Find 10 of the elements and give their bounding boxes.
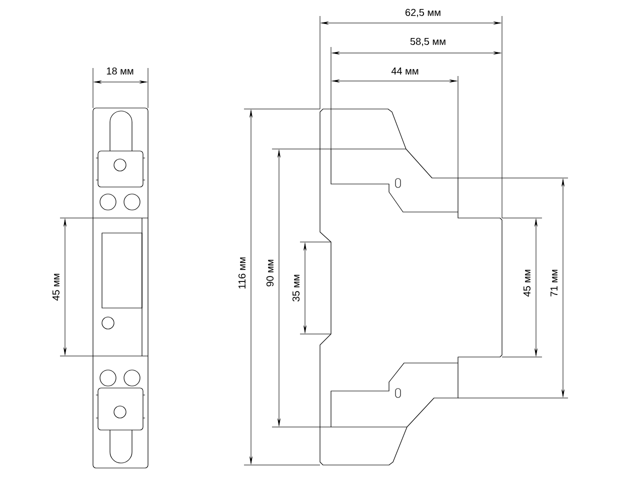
dimension-label: 62,5 мм <box>406 8 440 18</box>
dimension-label: 45 мм <box>52 274 60 301</box>
dimension-label: 35 мм <box>292 274 300 302</box>
dimension-label: 45 мм <box>524 270 530 297</box>
dimension-label: 71 мм <box>550 270 558 296</box>
dimension-label: 18 мм <box>106 67 134 75</box>
dimension-label: 44 мм <box>391 68 418 74</box>
dimension-label: 58,5 мм <box>410 38 446 46</box>
dimension-label: 116 мм <box>238 257 246 288</box>
dimension-label: 90 мм <box>266 260 274 286</box>
